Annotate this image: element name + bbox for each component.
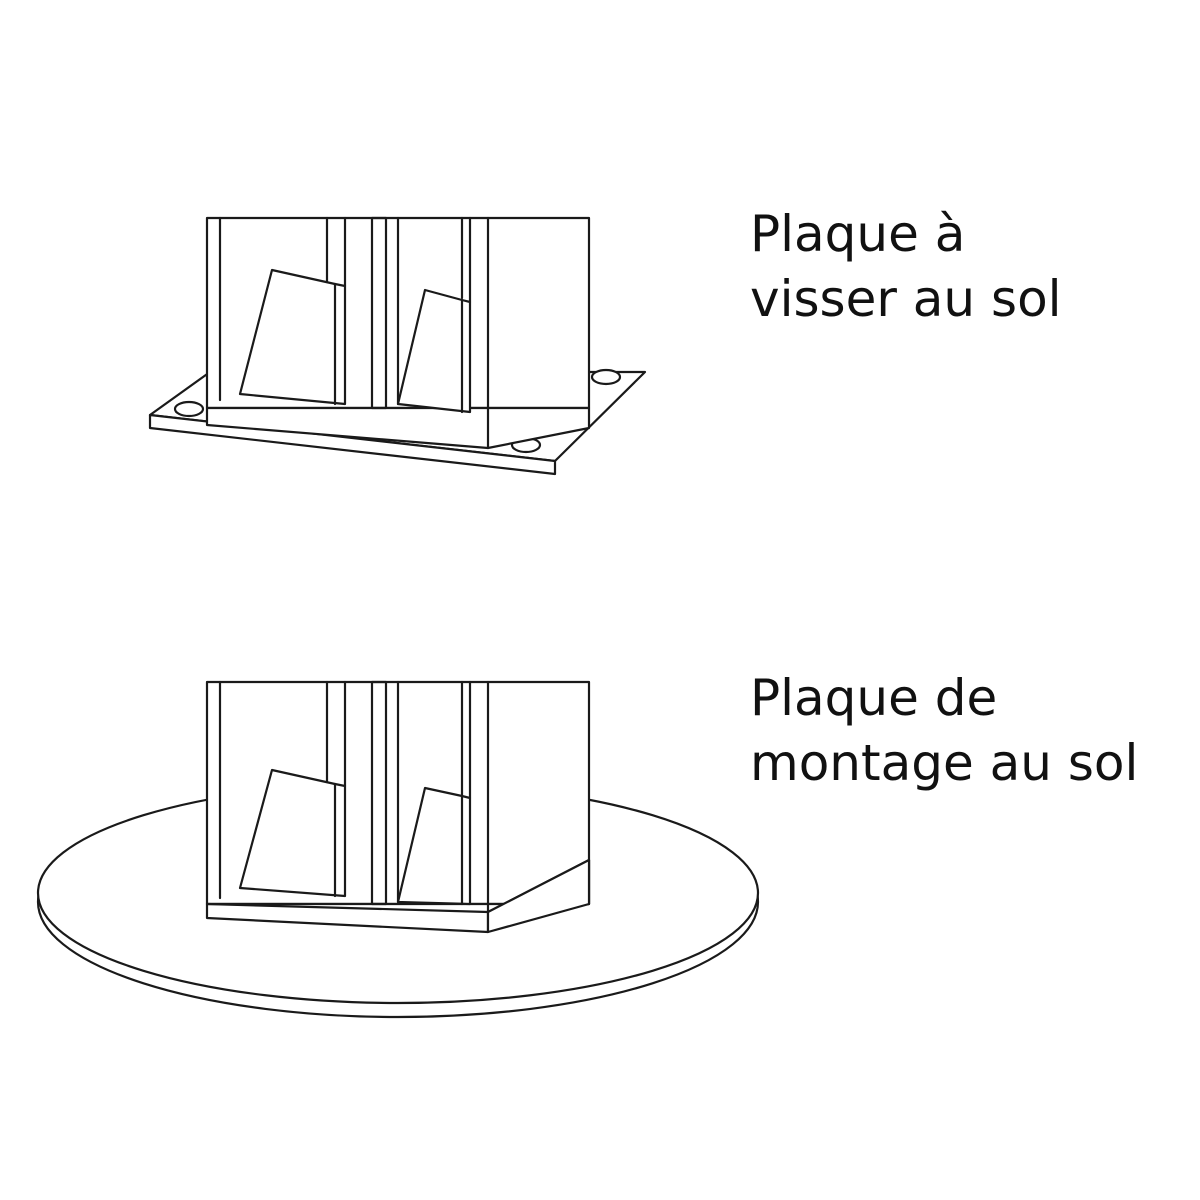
- right-bracket-bottom: [396, 786, 472, 906]
- square-plate-edge: [148, 413, 557, 476]
- round-plate-label-line-1: Plaque de: [750, 669, 998, 727]
- screw-plate-label-line-2: visser au sol: [750, 270, 1062, 328]
- screw-plate-label: Plaque à visser au sol: [750, 202, 1062, 332]
- left-bracket-bottom: [238, 768, 347, 898]
- round-plate-label-line-2: montage au sol: [750, 734, 1139, 792]
- screw-plate-illustration: [148, 216, 647, 476]
- round-plate-illustration: [36, 680, 760, 1019]
- inner-channel-top: [370, 216, 388, 410]
- round-plate-label: Plaque de montage au sol: [750, 666, 1138, 796]
- screw-plate-label-line-1: Plaque à: [750, 205, 966, 263]
- right-bracket-top: [396, 288, 472, 414]
- bolt-hole-left: [173, 400, 205, 418]
- bolt-hole-right-back: [590, 368, 622, 386]
- left-bracket-top: [238, 268, 347, 406]
- post-base-top: [205, 406, 591, 450]
- inner-channel-bottom: [370, 680, 388, 906]
